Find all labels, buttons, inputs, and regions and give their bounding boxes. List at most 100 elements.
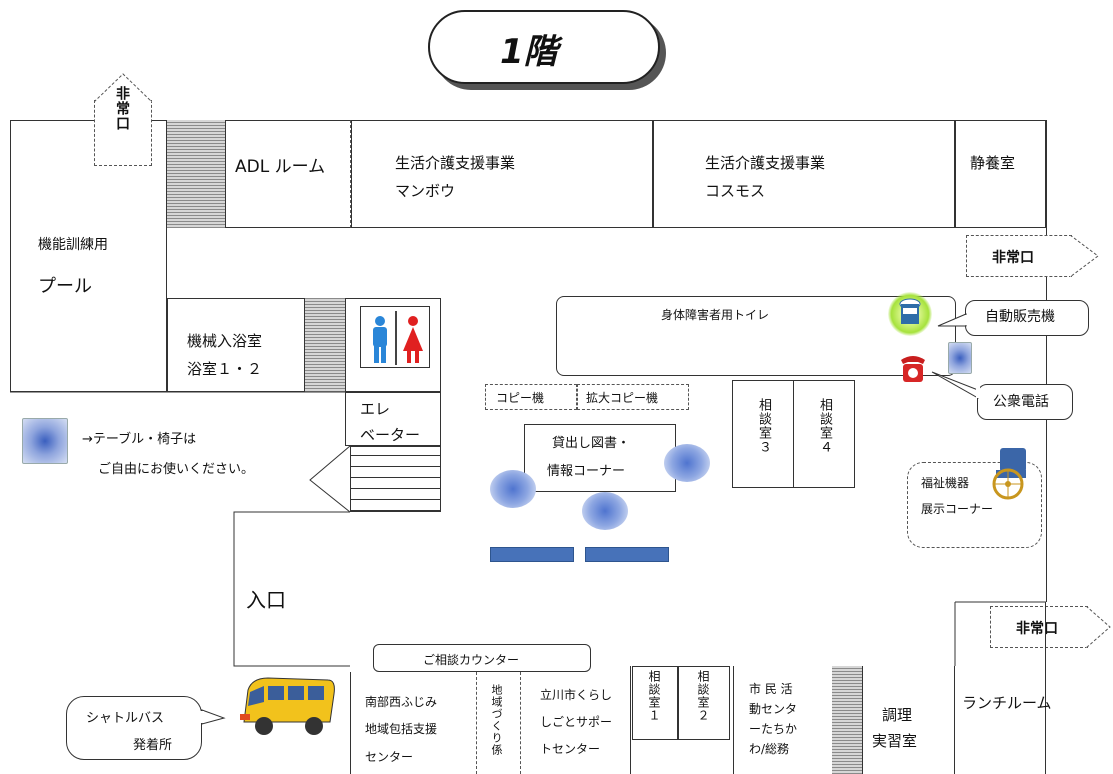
- kurashi-label-1: 立川市くらし: [540, 688, 613, 702]
- legend-line-1: →テーブル・椅子は: [82, 432, 197, 447]
- consult-room-1: [632, 666, 678, 740]
- chiiki-label: 地域づくり係: [490, 684, 503, 756]
- wheelchair-icon: [986, 444, 1036, 500]
- pool-label-2: プール: [38, 276, 92, 297]
- restroom-sign: [360, 306, 430, 368]
- legend-line-2: ご自由にお使いください。: [98, 462, 255, 477]
- bath-label-2: 浴室１・２: [187, 360, 263, 378]
- restroom-icon: [373, 311, 423, 365]
- table-chair-near-phone: [948, 342, 972, 374]
- cosmos-label-1: 生活介護支援事業: [705, 154, 826, 172]
- vending-machine-icon: [888, 292, 932, 336]
- pool-label-1: 機能訓練用: [38, 237, 108, 253]
- round-table-3: [582, 492, 628, 530]
- restroom-block: [345, 298, 441, 392]
- divider-2: [520, 672, 521, 774]
- exit-right-upper-box: [966, 235, 1072, 277]
- civic-label-3: ーたちか: [749, 722, 798, 736]
- exit-top-left-arrow: [94, 73, 152, 102]
- bottom-wall: [350, 672, 1046, 774]
- lunch-room: [955, 602, 1046, 774]
- divider-1: [476, 672, 477, 774]
- elevator-label-2: ベーター: [360, 426, 421, 444]
- vending-label: 自動販売機: [985, 309, 1055, 325]
- exit-right-upper-label: 非常口: [992, 250, 1034, 266]
- elevator-label-1: エレ: [360, 400, 391, 418]
- consult-room-4-label: 相談室４: [817, 398, 832, 454]
- library-label-1: 貸出し図書・: [552, 436, 631, 451]
- counter-label: ご相談カウンター: [423, 653, 520, 667]
- divider-3: [630, 666, 631, 774]
- exit-right-lower-arrow: [1086, 606, 1111, 648]
- civic-label-2: 動センタ: [749, 702, 798, 716]
- civic-label-1: 市 民 活: [749, 682, 793, 696]
- exit-right-lower-label: 非常口: [1016, 621, 1058, 637]
- cooking-label-1: 調理: [882, 706, 913, 724]
- exit-top-left-label: 非常口: [114, 86, 130, 131]
- accessible-toilet-label: 身体障害者用トイレ: [661, 308, 770, 322]
- rest-room-label: 静養室: [970, 154, 1016, 172]
- consult-room-2-label: 相談室２: [696, 670, 710, 722]
- floor-title-badge: [428, 10, 660, 84]
- right-wall-line: [1046, 120, 1047, 602]
- elevator: [345, 392, 441, 446]
- shuttle-callout: [66, 696, 202, 760]
- bath-label-1: 機械入浴室: [187, 332, 263, 350]
- exit-top-left-box: [94, 100, 152, 166]
- rest-room: [955, 120, 1046, 228]
- bench-1: [490, 547, 574, 562]
- adl-room-label: ADL ルーム: [235, 157, 326, 177]
- round-table-1: [490, 470, 536, 508]
- table-chair-legend-icon: [22, 418, 68, 464]
- round-table-2: [664, 444, 710, 482]
- divider-4: [733, 666, 734, 774]
- vending-callout: [965, 300, 1089, 336]
- welfare-label-2: 展示コーナー: [921, 502, 994, 516]
- counter: [373, 644, 591, 672]
- accessible-toilet: [556, 296, 956, 376]
- stair-hatch-bottom: [832, 666, 862, 774]
- floor-title: 1階: [500, 32, 558, 72]
- bus-icon: [234, 672, 338, 742]
- phone-label: 公衆電話: [993, 394, 1049, 410]
- cooking-label-2: 実習室: [872, 732, 918, 750]
- nanbu-label-1: 南部西ふじみ: [365, 695, 438, 709]
- cosmos-room: [653, 120, 955, 228]
- shuttle-label-1: シャトルバス: [86, 711, 165, 726]
- kurashi-label-2: しごとサポー: [540, 715, 613, 729]
- cooking-room: [862, 666, 955, 774]
- phone-callout-tail: [931, 371, 980, 399]
- kurashi-label-3: トセンター: [540, 742, 601, 756]
- lunch-room-label: ランチルーム: [962, 694, 1052, 712]
- consult-room-3-label: 相談室３: [756, 398, 771, 454]
- shuttle-label-2: 発着所: [133, 738, 173, 753]
- consult-room-2: [678, 666, 730, 740]
- civic-label-4: わ/総務: [749, 742, 790, 756]
- cosmos-label-2: コスモス: [705, 182, 766, 200]
- staircase: [350, 446, 441, 512]
- library-label-2: 情報コーナー: [547, 464, 626, 479]
- copier-label: コピー機: [496, 391, 545, 405]
- manbou-room: [351, 120, 653, 228]
- phone-icon: [898, 352, 928, 384]
- stair-hatch-top: [167, 120, 225, 228]
- exit-right-lower-box: [990, 606, 1088, 648]
- enlarge-copier-box: [577, 384, 689, 410]
- shuttle-callout-tail: [200, 709, 226, 725]
- manbou-label-2: マンボウ: [395, 182, 456, 200]
- bench-2: [585, 547, 669, 562]
- consult-room-4: [793, 380, 855, 488]
- exit-right-upper-arrow: [1070, 235, 1099, 277]
- welfare-label-1: 福祉機器: [921, 476, 970, 490]
- entrance-label: 入口: [246, 588, 286, 612]
- manbou-label-1: 生活介護支援事業: [395, 154, 516, 172]
- consult-room-1-label: 相談室１: [647, 670, 661, 722]
- nanbu-label-2: 地域包括支援: [365, 722, 438, 736]
- adl-room: [225, 120, 351, 228]
- copier-box: [485, 384, 577, 410]
- phone-callout: [977, 384, 1073, 420]
- nanbu-label-3: センター: [365, 750, 414, 764]
- vending-callout-tail: [937, 313, 968, 327]
- enlarge-copier-label: 拡大コピー機: [586, 391, 659, 405]
